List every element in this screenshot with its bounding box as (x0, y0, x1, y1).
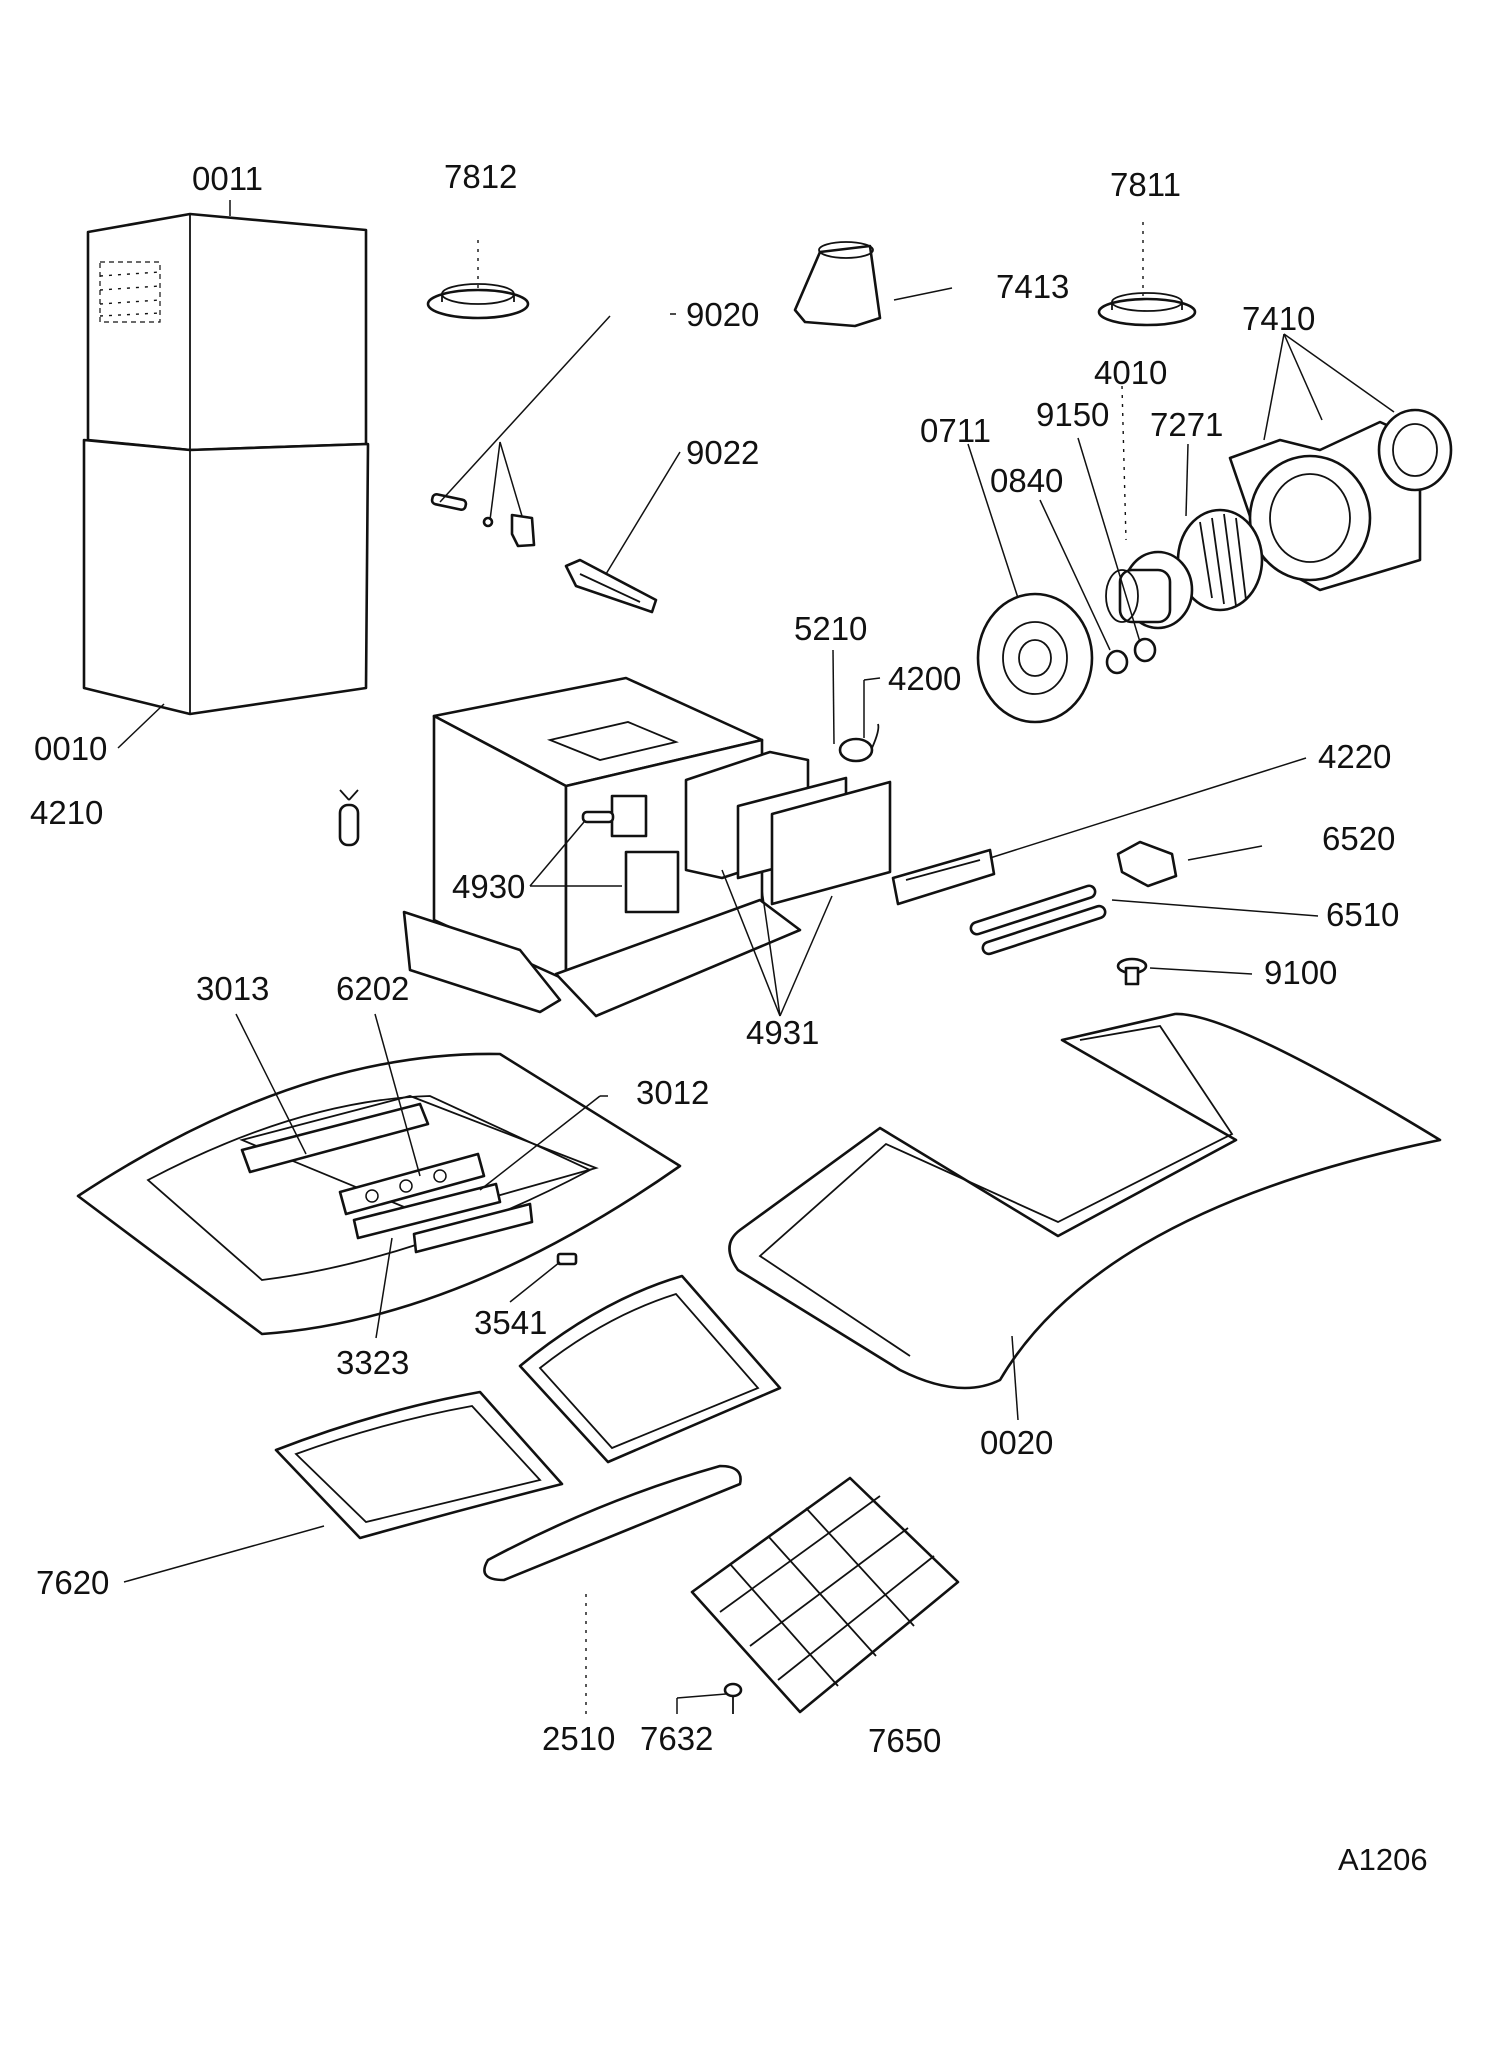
carbon-filter-7650 (690, 1476, 960, 1714)
chimney-part-0010 (82, 438, 370, 716)
rail-part-3013 (240, 1102, 430, 1174)
label-0711: 0711 (920, 412, 991, 449)
label-7811: 7811 (1110, 166, 1181, 203)
keypad-3323 (412, 1202, 534, 1254)
label-3012: 3012 (636, 1074, 709, 1111)
label-9022: 9022 (686, 434, 759, 471)
fixing-kit-9020 (430, 493, 536, 548)
label-0010: 0010 (34, 730, 107, 767)
callout-labels: 0011 0010 4210 7812 9020 9022 7413 7811 … (30, 158, 1428, 1877)
washer-part-0840 (1105, 649, 1129, 675)
label-0840: 0840 (990, 462, 1063, 499)
label-7650: 7650 (868, 1722, 941, 1759)
label-7620: 7620 (36, 1564, 109, 1601)
fluorescent-lamp-6510 (969, 884, 1107, 956)
fan-wheel-7271 (1176, 508, 1264, 612)
diagram-code: A1206 (1338, 1842, 1428, 1877)
hood-cone-part-7413 (793, 241, 882, 328)
label-0011: 0011 (192, 160, 263, 197)
component-4210 (338, 789, 360, 847)
label-7413: 7413 (996, 268, 1069, 305)
label-6520: 6520 (1322, 820, 1395, 857)
label-2510: 2510 (542, 1720, 615, 1757)
label-3541: 3541 (474, 1304, 547, 1341)
chimney-vent-grid (99, 261, 161, 323)
label-9150: 9150 (1036, 396, 1109, 433)
glass-panel-0020 (728, 1012, 1442, 1390)
label-4930: 4930 (452, 868, 525, 905)
motor-4010 (1105, 550, 1194, 630)
seal-part-2510 (483, 1464, 742, 1582)
control-board-6202 (338, 1152, 486, 1216)
label-4210: 4210 (30, 794, 103, 831)
inlet-grille-0711 (976, 592, 1094, 724)
grease-filter-a (518, 1274, 782, 1464)
label-4010: 4010 (1094, 354, 1167, 391)
collar-part-7811 (1097, 292, 1197, 327)
knob-part-9100 (1116, 957, 1148, 986)
label-5210: 5210 (794, 610, 867, 647)
collar-part-7812 (426, 283, 530, 320)
leader-lines (117, 200, 1395, 1714)
label-7812: 7812 (444, 158, 517, 195)
label-7271: 7271 (1150, 406, 1223, 443)
capacitor-4200 (838, 723, 880, 763)
button-strip-3012 (352, 1182, 502, 1240)
label-9100: 9100 (1264, 954, 1337, 991)
label-7410: 7410 (1242, 300, 1315, 337)
indicator-3541 (556, 1252, 578, 1266)
relay-parts-4930 (581, 794, 680, 914)
connector-block-4220 (891, 848, 996, 906)
circuit-boards-4931 (684, 750, 892, 906)
label-4200: 4200 (888, 660, 961, 697)
label-9020: 9020 (686, 296, 759, 333)
grease-filter-7620 (274, 1390, 564, 1540)
label-6202: 6202 (336, 970, 409, 1007)
blower-housing-7410 (1228, 408, 1453, 592)
bracket-part-9022 (564, 558, 658, 614)
label-7632: 7632 (640, 1720, 713, 1757)
lamp-socket-6520 (1116, 840, 1178, 888)
label-3013: 3013 (196, 970, 269, 1007)
label-4220: 4220 (1318, 738, 1391, 775)
label-0020: 0020 (980, 1424, 1053, 1461)
chimney-part-0011 (86, 212, 368, 452)
screw-7632 (723, 1682, 743, 1714)
label-4931: 4931 (746, 1014, 819, 1051)
label-6510: 6510 (1326, 896, 1399, 933)
nut-part-9150 (1133, 637, 1157, 663)
label-3323: 3323 (336, 1344, 409, 1381)
